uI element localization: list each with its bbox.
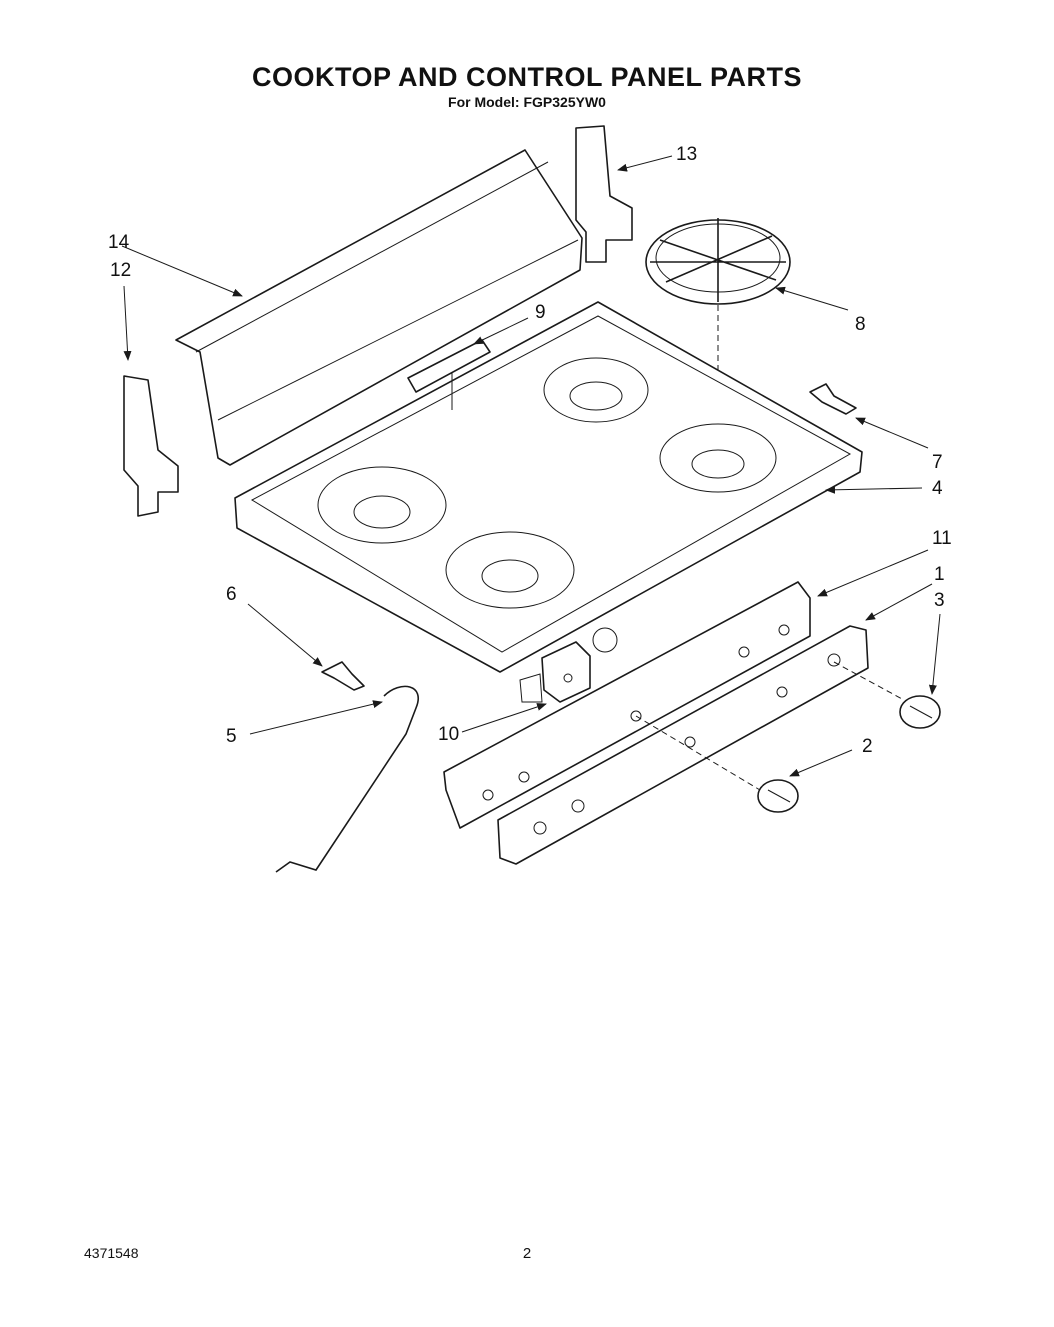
- callout-10: 10: [438, 724, 459, 745]
- right-end-cap-part: [575, 125, 633, 263]
- igniter-wire-part: [275, 685, 419, 873]
- cooktop-part: [234, 301, 863, 673]
- control-panel-part: [497, 625, 869, 865]
- knob-part-3: [899, 695, 941, 729]
- callout-4: 4: [932, 478, 943, 499]
- callout-7: 7: [932, 452, 943, 473]
- backguard-part: [175, 149, 583, 466]
- callout-2: 2: [862, 736, 873, 757]
- left-end-cap-part: [123, 375, 179, 517]
- model-subtitle: For Model: FGP325YW0: [448, 94, 606, 110]
- page-number: 2: [522, 1245, 532, 1262]
- callout-6: 6: [226, 584, 237, 605]
- callout-5: 5: [226, 726, 237, 747]
- callout-13: 13: [676, 144, 697, 165]
- page-title: COOKTOP AND CONTROL PANEL PARTS: [251, 62, 803, 92]
- burner-grate-part: [645, 218, 791, 305]
- right-bracket-part: [809, 383, 857, 415]
- switch-part: [519, 641, 591, 703]
- callout-12: 12: [110, 260, 131, 281]
- manifold-bracket-part: [443, 581, 811, 829]
- callout-9: 9: [535, 302, 546, 323]
- knob-part-2: [757, 779, 799, 813]
- callout-1: 1: [934, 564, 945, 585]
- left-bracket-part: [321, 661, 365, 691]
- callout-11: 11: [932, 528, 952, 549]
- callout-3: 3: [934, 590, 945, 611]
- callout-8: 8: [855, 314, 866, 335]
- vent-part: [407, 339, 491, 410]
- document-number: 4371548: [84, 1245, 139, 1261]
- callout-14: 14: [108, 232, 130, 253]
